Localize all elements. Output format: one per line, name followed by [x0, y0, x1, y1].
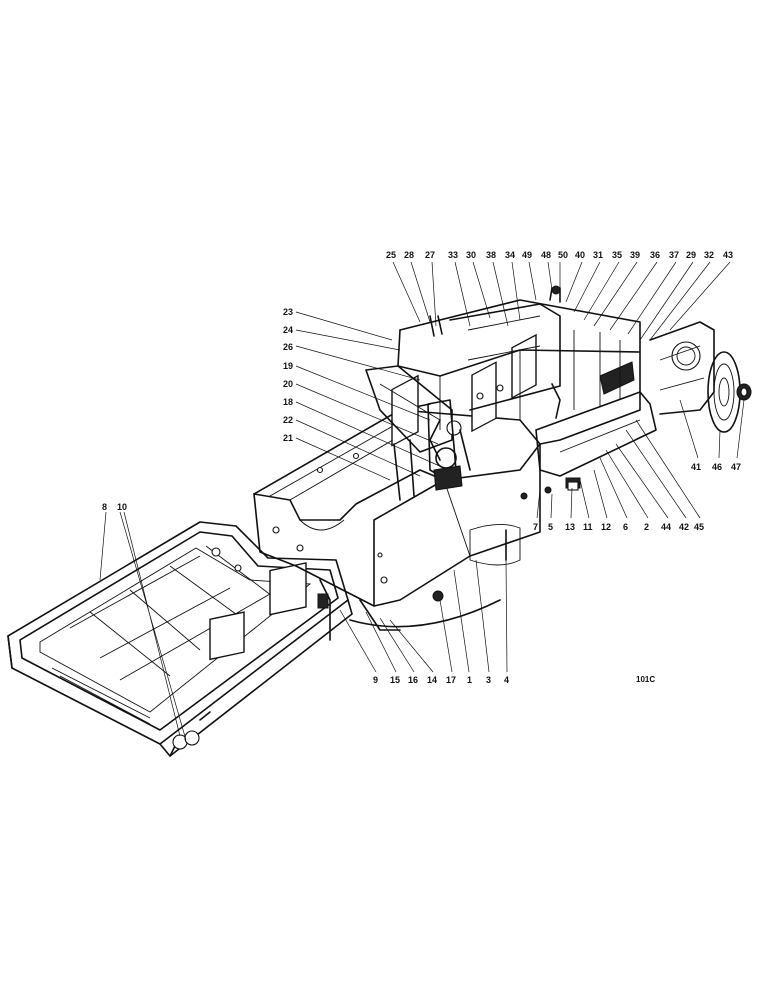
callout-47: 47: [731, 462, 741, 472]
callout-46: 46: [712, 462, 722, 472]
callout-10: 10: [117, 502, 127, 512]
callout-23: 23: [283, 307, 293, 317]
callout-24: 24: [283, 325, 293, 335]
callout-19: 19: [283, 361, 293, 371]
callout-2: 2: [644, 522, 649, 532]
callout-labels: 25 28 27 33 30 38 34 49 48 50 40 31 35 3…: [102, 250, 741, 685]
callout-49: 49: [522, 250, 532, 260]
callout-30: 30: [466, 250, 476, 260]
callout-9: 9: [373, 675, 378, 685]
callout-6: 6: [623, 522, 628, 532]
callout-4: 4: [504, 675, 509, 685]
callout-8: 8: [102, 502, 107, 512]
callout-45: 45: [694, 522, 704, 532]
callout-14: 14: [427, 675, 437, 685]
callout-21: 21: [283, 433, 293, 443]
callout-28: 28: [404, 250, 414, 260]
callout-41: 41: [691, 462, 701, 472]
callout-36: 36: [650, 250, 660, 260]
callout-7: 7: [533, 522, 538, 532]
callout-31: 31: [593, 250, 603, 260]
callout-22: 22: [283, 415, 293, 425]
callout-16: 16: [408, 675, 418, 685]
callout-17: 17: [446, 675, 456, 685]
rear-housing: [365, 299, 657, 477]
callout-27: 27: [425, 250, 435, 260]
callout-3: 3: [486, 675, 491, 685]
callout-38: 38: [486, 250, 496, 260]
callout-11: 11: [583, 522, 593, 532]
callout-33: 33: [448, 250, 458, 260]
callout-1: 1: [467, 675, 472, 685]
callout-34: 34: [505, 250, 515, 260]
callout-25: 25: [386, 250, 396, 260]
callout-29: 29: [686, 250, 696, 260]
callout-42: 42: [679, 522, 689, 532]
callout-18: 18: [283, 397, 293, 407]
leader-lines: [99, 261, 745, 741]
corner-mark: 101C: [636, 675, 655, 684]
callout-43: 43: [723, 250, 733, 260]
callout-44: 44: [661, 522, 671, 532]
callout-39: 39: [630, 250, 640, 260]
callout-5: 5: [548, 522, 553, 532]
callout-37: 37: [669, 250, 679, 260]
callout-35: 35: [612, 250, 622, 260]
final-drive: [649, 321, 752, 433]
callout-13: 13: [565, 522, 575, 532]
callout-15: 15: [390, 675, 400, 685]
callout-48: 48: [541, 250, 551, 260]
callout-26: 26: [283, 342, 293, 352]
front-frame: [7, 521, 353, 757]
callout-50: 50: [558, 250, 568, 260]
callout-12: 12: [601, 522, 611, 532]
callout-32: 32: [704, 250, 714, 260]
callout-20: 20: [283, 379, 293, 389]
callout-40: 40: [575, 250, 585, 260]
control-parts: [317, 285, 581, 641]
